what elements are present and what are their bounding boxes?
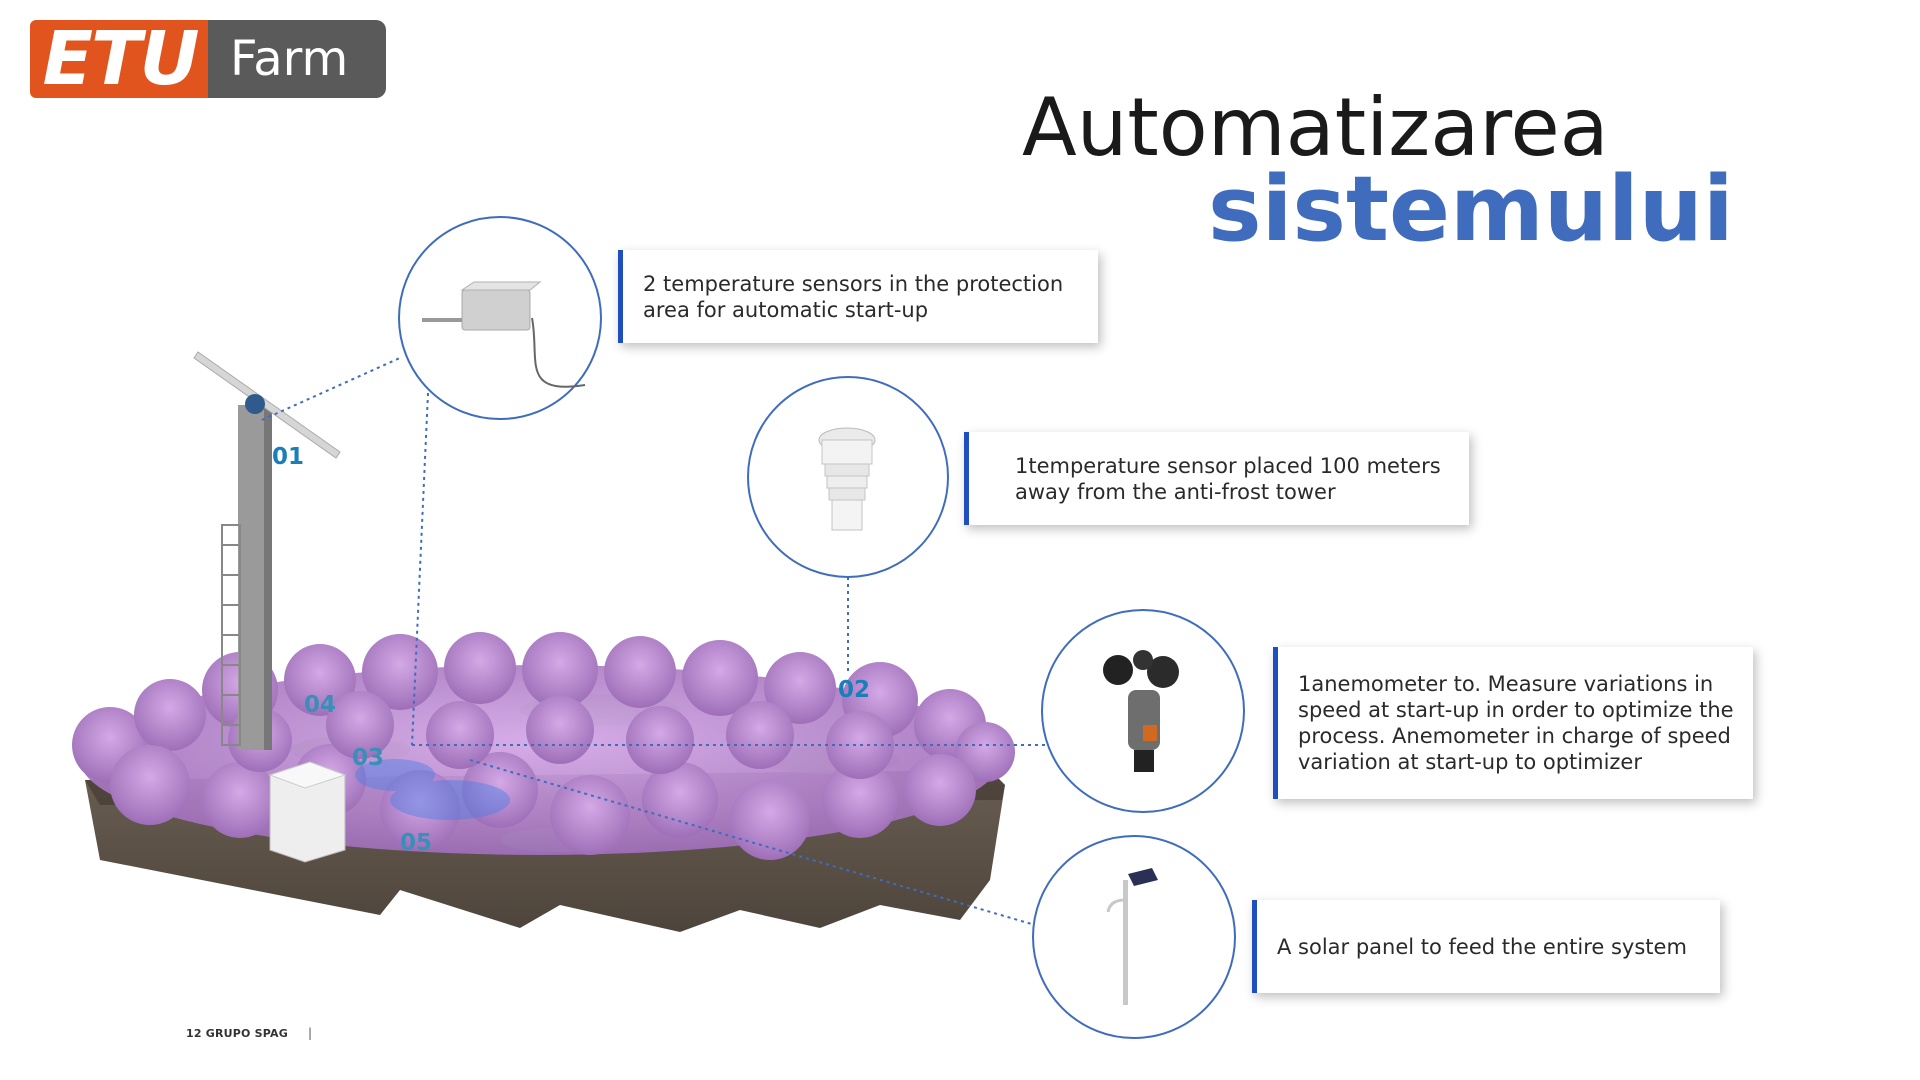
sensor-highlights (355, 759, 510, 820)
title-line-1: Automatizarea (1022, 81, 1609, 174)
blossom-canopy (72, 632, 1015, 860)
callout-temperature-sensors: 2 temperature sensors in the protection … (618, 250, 1098, 343)
callout-text: 1anemometer to. Measure variations in sp… (1298, 672, 1734, 774)
footer-label: 12 GRUPO SPAG (186, 1027, 288, 1040)
temperature-sensor-icon (747, 376, 949, 578)
callout-text: 2 temperature sensors in the protection … (643, 271, 1064, 322)
control-box (268, 761, 347, 863)
marker-05: 05 (400, 830, 433, 856)
callout-remote-temperature-sensor: 1temperature sensor placed 100 meters aw… (964, 432, 1469, 525)
callout-solar-panel: A solar panel to feed the entire system (1252, 900, 1720, 993)
anti-frost-tower (193, 351, 341, 750)
title-line-2: sistemului (1208, 157, 1734, 262)
logo-farm: Farm (208, 20, 386, 98)
sensor-box-icon (398, 216, 602, 420)
footer-separator: | (308, 1026, 313, 1040)
callout-text: 1temperature sensor placed 100 meters aw… (1015, 453, 1441, 504)
callout-anemometer: 1anemometer to. Measure variations in sp… (1273, 647, 1753, 799)
solar-pole-icon (1032, 835, 1236, 1039)
leader-lines (261, 356, 1045, 926)
marker-04: 04 (304, 692, 337, 718)
anemometer-icon (1041, 609, 1245, 813)
marker-01: 01 (272, 444, 305, 470)
callout-text: A solar panel to feed the entire system (1277, 934, 1687, 959)
marker-02: 02 (838, 677, 871, 703)
marker-03: 03 (352, 745, 385, 771)
logo-etu: ETU (30, 20, 210, 98)
